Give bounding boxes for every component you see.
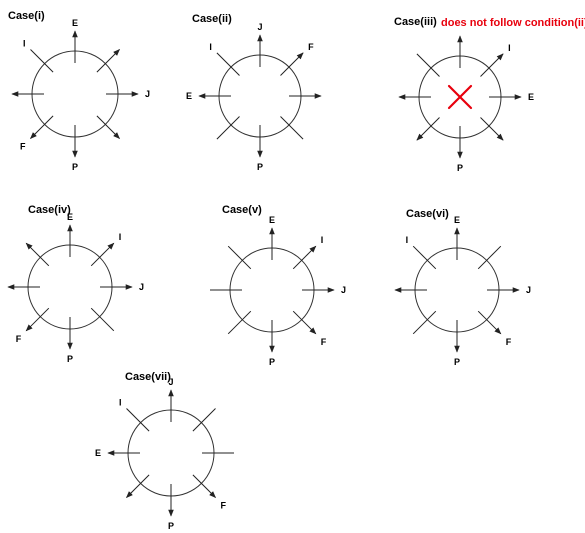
case-4-label-north: E bbox=[67, 212, 73, 222]
case-3-northeast-arrow bbox=[480, 53, 504, 77]
case-1-southwest-arrow bbox=[30, 115, 54, 139]
case-1-label-northwest: I bbox=[23, 39, 26, 49]
case-1-northeast-arrow bbox=[96, 49, 120, 73]
case-4-figure: E I J P F bbox=[7, 212, 144, 364]
case-2-label-west: E bbox=[186, 91, 192, 101]
case-7-label-northwest: I bbox=[119, 398, 122, 408]
case-4-southwest-arrow bbox=[25, 307, 50, 332]
case-5-figure: E I J F P bbox=[210, 215, 346, 367]
case-5-northeast-arrow bbox=[292, 245, 317, 270]
case-6-label-south: P bbox=[454, 357, 460, 367]
case-title-3: Case(iii) bbox=[394, 16, 437, 28]
case-3-southwest-arrow bbox=[416, 117, 440, 141]
case-3-label-northeast: I bbox=[508, 43, 511, 53]
case-2-southeast-line bbox=[280, 116, 304, 140]
case-6-northeast-line bbox=[477, 245, 502, 270]
case-7-figure: J F P E I bbox=[95, 377, 234, 531]
case-4-northeast-arrow bbox=[90, 242, 115, 267]
case-2-southwest-line bbox=[216, 116, 240, 140]
case-5-label-south: P bbox=[269, 357, 275, 367]
case-2-label-northeast: F bbox=[308, 42, 314, 52]
case-4-label-northeast: I bbox=[119, 232, 122, 242]
case-4-label-southwest: F bbox=[16, 334, 22, 344]
case-6-label-north: E bbox=[454, 215, 460, 225]
case-2-label-north: J bbox=[257, 22, 262, 32]
case-7-label-west: E bbox=[95, 448, 101, 458]
case-5-label-northeast: I bbox=[321, 235, 324, 245]
case-2-label-northwest: I bbox=[209, 42, 212, 52]
case-1-label-south: P bbox=[72, 162, 78, 172]
case-6-label-southeast: F bbox=[506, 337, 512, 347]
case-7-label-north: J bbox=[168, 377, 173, 387]
case-2-northwest-line bbox=[216, 52, 240, 76]
case-6-label-northwest: I bbox=[406, 235, 409, 245]
case-title-1: Case(i) bbox=[8, 10, 45, 22]
case-7-northeast-line bbox=[192, 408, 216, 432]
case-1-label-east: J bbox=[145, 89, 150, 99]
case-title-6: Case(vi) bbox=[406, 208, 449, 220]
case-6-southeast-arrow bbox=[477, 310, 502, 335]
case-5-southwest-line bbox=[227, 310, 252, 335]
case-3-label-south: P bbox=[457, 163, 463, 173]
case-4-southeast-line bbox=[90, 307, 115, 332]
case-2-figure: J F P E I bbox=[186, 22, 322, 172]
case-4-label-east: J bbox=[139, 282, 144, 292]
case-5-label-north: E bbox=[269, 215, 275, 225]
case-1-southeast-arrow bbox=[96, 115, 120, 139]
case-2-label-south: P bbox=[257, 162, 263, 172]
case-title-4: Case(iv) bbox=[28, 204, 71, 216]
case-6-figure: E J F P I bbox=[394, 215, 531, 367]
case-3-northwest-line bbox=[416, 53, 440, 77]
case-7-label-southeast: F bbox=[221, 501, 227, 511]
case-6-label-east: J bbox=[526, 285, 531, 295]
case-7-northwest-line bbox=[126, 408, 150, 432]
case-6-northwest-line bbox=[412, 245, 437, 270]
case-7-southwest-arrow bbox=[126, 474, 150, 498]
case-5-southeast-arrow bbox=[292, 310, 317, 335]
case-1-label-southwest: F bbox=[20, 142, 26, 152]
case-5-label-east: J bbox=[341, 285, 346, 295]
condition-note: does not follow condition(ii) bbox=[441, 17, 585, 29]
case-1-label-north: E bbox=[72, 18, 78, 28]
case-3-cross-mark-stroke-2 bbox=[447, 84, 473, 110]
case-4-label-south: P bbox=[67, 354, 73, 364]
case-3-label-east: E bbox=[528, 92, 534, 102]
case-4-northwest-arrow bbox=[25, 242, 50, 267]
case-title-5: Case(v) bbox=[222, 204, 262, 216]
case-5-northwest-line bbox=[227, 245, 252, 270]
case-6-southwest-line bbox=[412, 310, 437, 335]
case-7-label-south: P bbox=[168, 521, 174, 531]
case-1-northwest-line bbox=[30, 49, 54, 73]
case-title-7: Case(vii) bbox=[125, 371, 171, 383]
case-3-southeast-arrow bbox=[480, 117, 504, 141]
case-7-southeast-arrow bbox=[192, 474, 216, 498]
case-2-northeast-arrow bbox=[280, 52, 304, 76]
case-3-figure: I E P bbox=[398, 35, 534, 173]
case-5-label-southeast: F bbox=[321, 337, 327, 347]
case-title-2: Case(ii) bbox=[192, 13, 232, 25]
case-1-figure: E J P F I bbox=[11, 18, 150, 172]
